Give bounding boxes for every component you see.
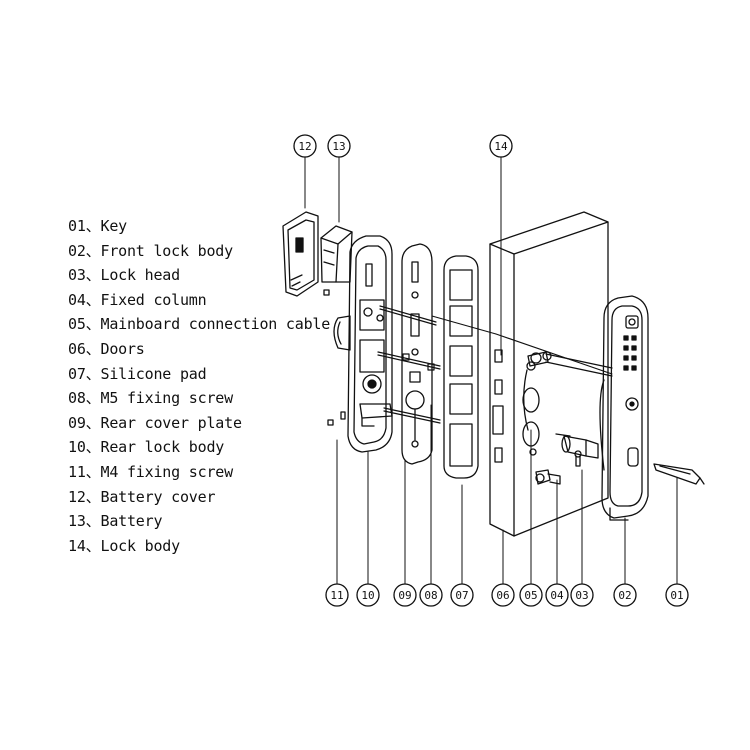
legend-item: 13、Battery [68, 512, 163, 531]
callout-11: 11 [325, 583, 349, 607]
callout-05: 05 [519, 583, 543, 607]
silicone-pad-part [443, 255, 479, 479]
callout-08: 08 [419, 583, 443, 607]
callout-14: 14 [489, 134, 513, 158]
battery-part [320, 225, 353, 283]
legend-item: 12、Battery cover [68, 487, 216, 506]
callout-10: 10 [356, 583, 380, 607]
callout-07: 07 [450, 583, 474, 607]
legend-item: 02、Front lock body [68, 241, 233, 260]
callout-label-06: 06 [496, 589, 509, 602]
callout-label-05: 05 [524, 589, 537, 602]
m5-screws-part [377, 305, 441, 424]
legend-item: 07、Silicone pad [68, 364, 207, 383]
callout-04: 04 [545, 583, 569, 607]
front-lock-body-part [599, 295, 649, 521]
legend-item: 03、Lock head [68, 266, 180, 285]
callout-label-14: 14 [494, 140, 508, 153]
callout-02: 02 [613, 583, 637, 607]
callout-label-04: 04 [550, 589, 564, 602]
callout-03: 03 [570, 583, 594, 607]
legend-item: 06、Doors [68, 339, 145, 358]
callout-06: 06 [491, 583, 515, 607]
callout-01: 01 [665, 583, 689, 607]
callout-12: 12 [293, 134, 317, 158]
door-part [489, 211, 609, 537]
key-part [653, 463, 705, 485]
legend-item: 11、M4 fixing screw [68, 462, 233, 481]
callout-label-03: 03 [575, 589, 588, 602]
m4-screws-part [327, 411, 346, 426]
legend-item: 14、Lock body [68, 536, 180, 555]
fixed-column-part [527, 351, 613, 485]
callout-label-12: 12 [298, 140, 311, 153]
battery-cover-part [282, 211, 330, 297]
legend-item: 09、Rear cover plate [68, 413, 242, 432]
callout-label-11: 11 [330, 589, 343, 602]
callout-label-13: 13 [332, 140, 345, 153]
parts-legend: 01、Key 02、Front lock body 03、Lock head 0… [68, 214, 330, 558]
legend-item: 05、Mainboard connection cable [68, 315, 331, 334]
legend-item: 08、M5 fixing screw [68, 389, 233, 408]
callout-label-09: 09 [398, 589, 411, 602]
bottom-leaders [336, 404, 678, 585]
rear-lock-body-part [333, 235, 393, 453]
callout-13: 13 [327, 134, 351, 158]
mainboard-cable-part [431, 315, 613, 375]
callout-label-08: 08 [424, 589, 437, 602]
callout-label-01: 01 [670, 589, 683, 602]
top-leaders [304, 156, 502, 356]
callout-label-02: 02 [618, 589, 631, 602]
callout-label-07: 07 [455, 589, 468, 602]
legend-item: 04、Fixed column [68, 290, 207, 309]
legend-item: 01、Key [68, 217, 127, 235]
lock-head-part [555, 433, 599, 467]
callout-09: 09 [393, 583, 417, 607]
legend-item: 10、Rear lock body [68, 438, 225, 457]
callout-label-10: 10 [361, 589, 374, 602]
